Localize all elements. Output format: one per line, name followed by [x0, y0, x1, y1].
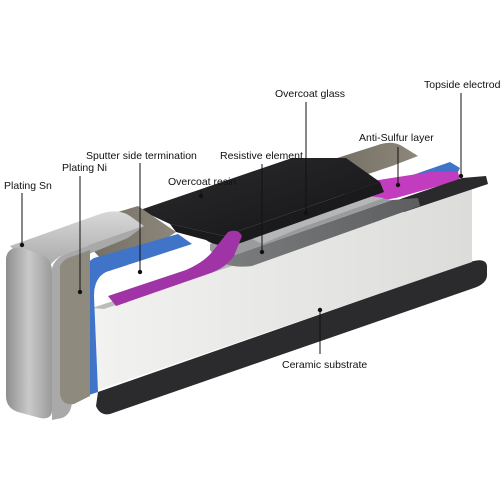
plating-sn-left-face	[6, 247, 52, 419]
label-sputter-side-termination: Sputter side termination	[86, 150, 197, 162]
leader-dot-anti-sulfur-layer	[395, 182, 401, 188]
leader-dot-resistive-element	[259, 249, 265, 255]
callout-labels: Plating Sn Plating Ni Sputter side termi…	[4, 79, 500, 371]
ceramic-substrate-front-face	[92, 183, 472, 390]
leader-dot-sputter-side-termination	[137, 269, 143, 275]
plating-sn-left-inner	[60, 250, 90, 405]
label-overcoat-resin: Overcoat resin	[168, 176, 236, 188]
label-plating-sn: Plating Sn	[4, 180, 52, 192]
label-plating-ni: Plating Ni	[62, 162, 107, 174]
overcoat-resin-top	[140, 158, 380, 236]
overcoat-resin-front	[170, 182, 384, 246]
leader-dot-plating-sn	[19, 242, 25, 248]
label-overcoat-glass: Overcoat glass	[275, 88, 345, 100]
leader-dot-topside-electrode	[458, 173, 464, 179]
callout-leaders	[19, 93, 464, 354]
substrate-base-layer	[96, 260, 487, 415]
sputter-side-termination-left	[108, 230, 242, 306]
resistive-element-layer	[226, 198, 420, 267]
label-resistive-element: Resistive element	[220, 150, 303, 162]
leader-dot-overcoat-resin	[198, 193, 204, 199]
overcoat-glass-layer	[250, 196, 384, 244]
label-topside-electrode: Topside electrode	[424, 79, 500, 91]
plating-sn-left-top	[10, 211, 144, 268]
leader-dot-plating-ni	[77, 289, 83, 295]
label-anti-sulfur-layer: Anti-Sulfur layer	[359, 132, 434, 144]
leader-dot-overcoat-glass	[303, 210, 309, 216]
leader-dot-ceramic-substrate	[317, 307, 323, 313]
label-ceramic-substrate: Ceramic substrate	[282, 359, 367, 371]
